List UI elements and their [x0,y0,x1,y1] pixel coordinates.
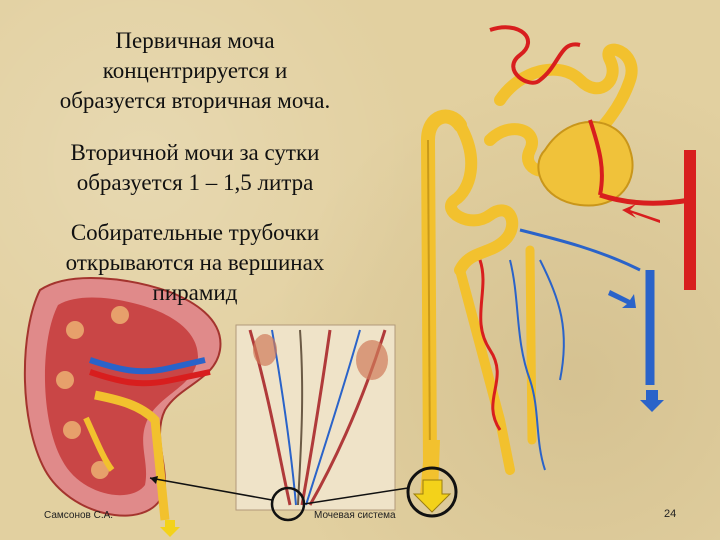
circle-highlight-icon [406,466,458,518]
kidney-section [23,276,222,521]
text-line: образуется вторичная моча. [59,88,331,113]
footer-subject: Мочевая система [314,510,396,521]
left-arrow-icon [622,204,660,223]
text-line: Вторичной мочи за сутки [70,140,320,165]
connector-line [303,487,409,505]
nephron-tubules [420,43,638,495]
text-line: пирамид [152,280,238,305]
connector-line [149,477,273,501]
arteries [478,25,696,431]
text-block-primary-urine: Первичная моча концентрируется и образуе… [20,26,370,116]
footer-author: Самсонов С.А. [44,510,114,521]
down-arrow-icon [412,479,452,513]
text-line: концентрируется и [102,58,288,83]
text-line: образуется 1 – 1,5 литра [76,170,314,195]
down-arrow-icon [640,390,664,412]
pyramid-section [235,324,396,511]
text-line: Собирательные трубочки [70,220,320,245]
text-line: Первичная моча [115,28,275,53]
text-block-secondary-urine: Вторичной мочи за сутки образуется 1 – 1… [20,138,370,198]
text-line: открываются на вершинах [65,250,325,275]
text-block-collecting-ducts: Собирательные трубочки открываются на ве… [20,218,370,308]
veins [509,228,655,471]
right-arrow-icon [608,290,636,308]
page-number: 24 [664,508,677,520]
down-arrow-icon [160,520,180,537]
